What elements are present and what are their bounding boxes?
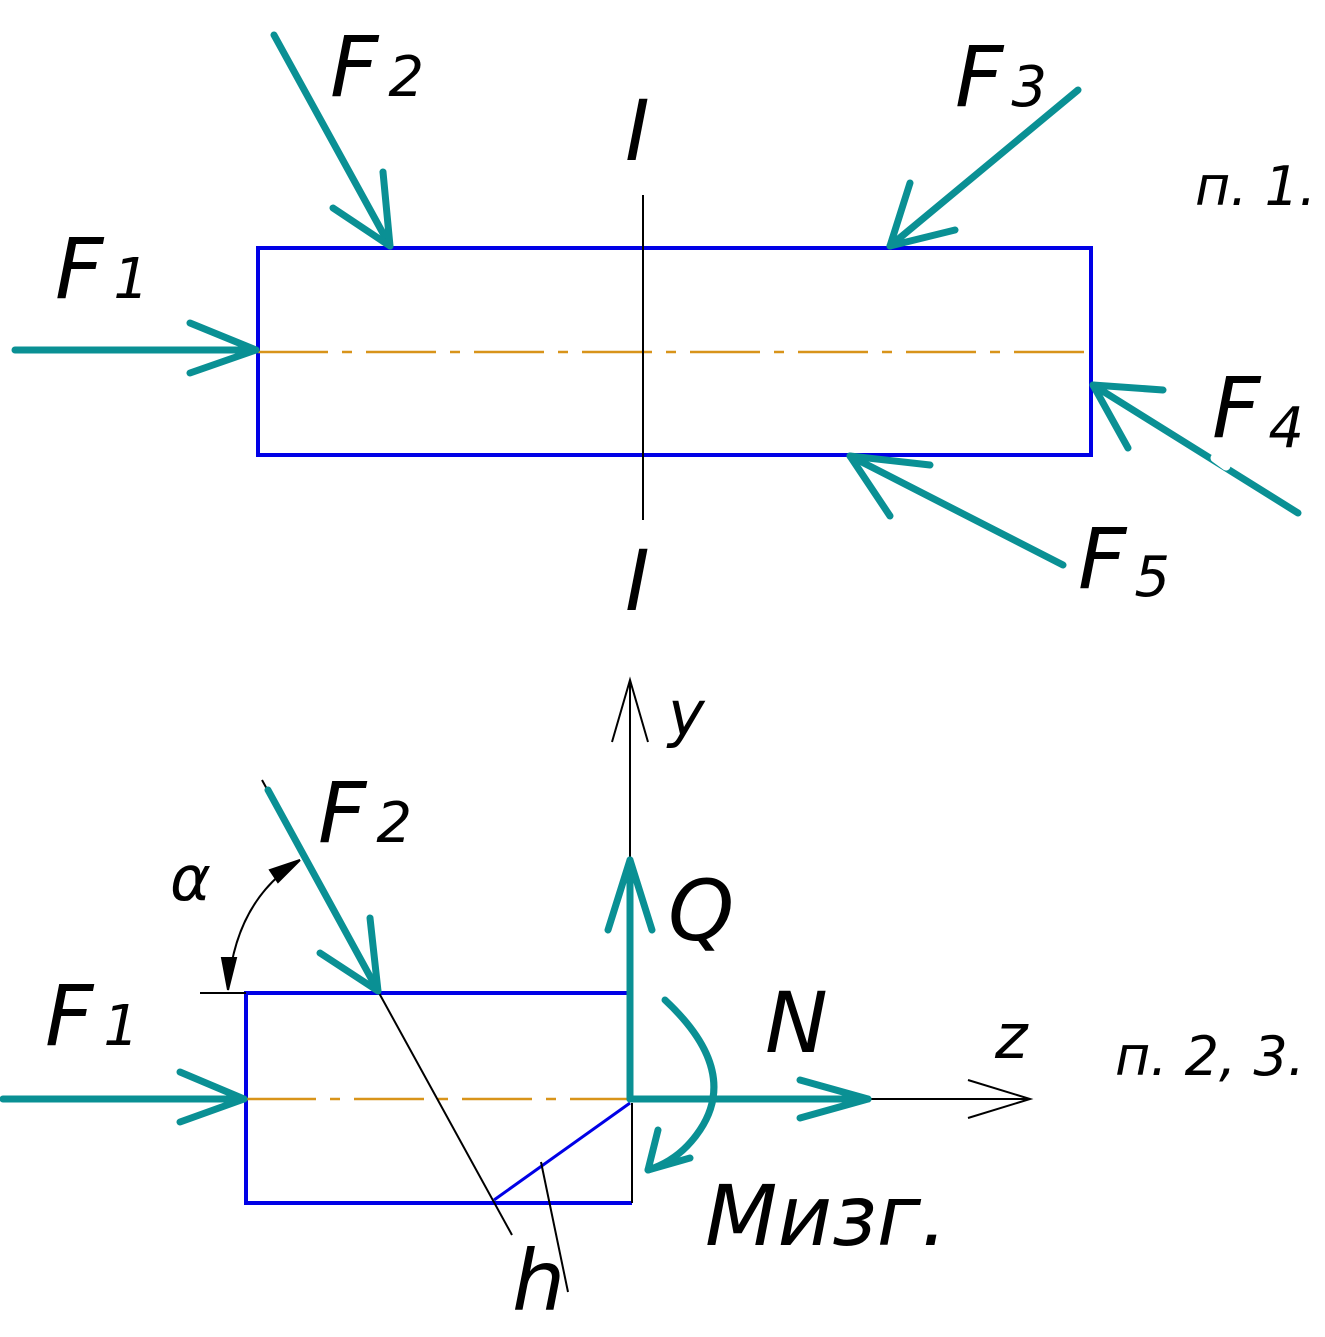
z-axis-label: z <box>994 1000 1029 1073</box>
shear-force-q-arrow <box>604 856 656 1103</box>
force-f1-arrow <box>11 319 260 377</box>
force-f1-arrow-2 <box>0 1068 248 1126</box>
q-label: Q <box>668 862 734 960</box>
force-f2-arrow-2 <box>264 786 382 995</box>
section-label-bottom: I <box>625 532 650 630</box>
force-f4-arrow <box>1089 381 1302 517</box>
force-f3-arrow <box>886 86 1082 250</box>
bending-moment-arrow <box>644 996 718 1174</box>
item-note-2: п. 2, 3. <box>1115 1025 1305 1088</box>
lever-arm <box>493 1101 631 1293</box>
angle-alpha-label: α <box>170 842 211 915</box>
normal-force-n-arrow <box>626 1076 872 1122</box>
force-f2-arrow <box>270 31 394 250</box>
n-label: N <box>765 974 828 1072</box>
section-label-top: I <box>625 82 650 180</box>
y-axis-label: y <box>666 677 706 750</box>
moment-label: Mизг. <box>705 1167 948 1265</box>
h-label: h <box>512 1232 565 1330</box>
item-note-1: п. 1. <box>1195 155 1316 218</box>
angle-arc <box>220 859 301 991</box>
force-f5-arrow <box>846 452 1067 569</box>
